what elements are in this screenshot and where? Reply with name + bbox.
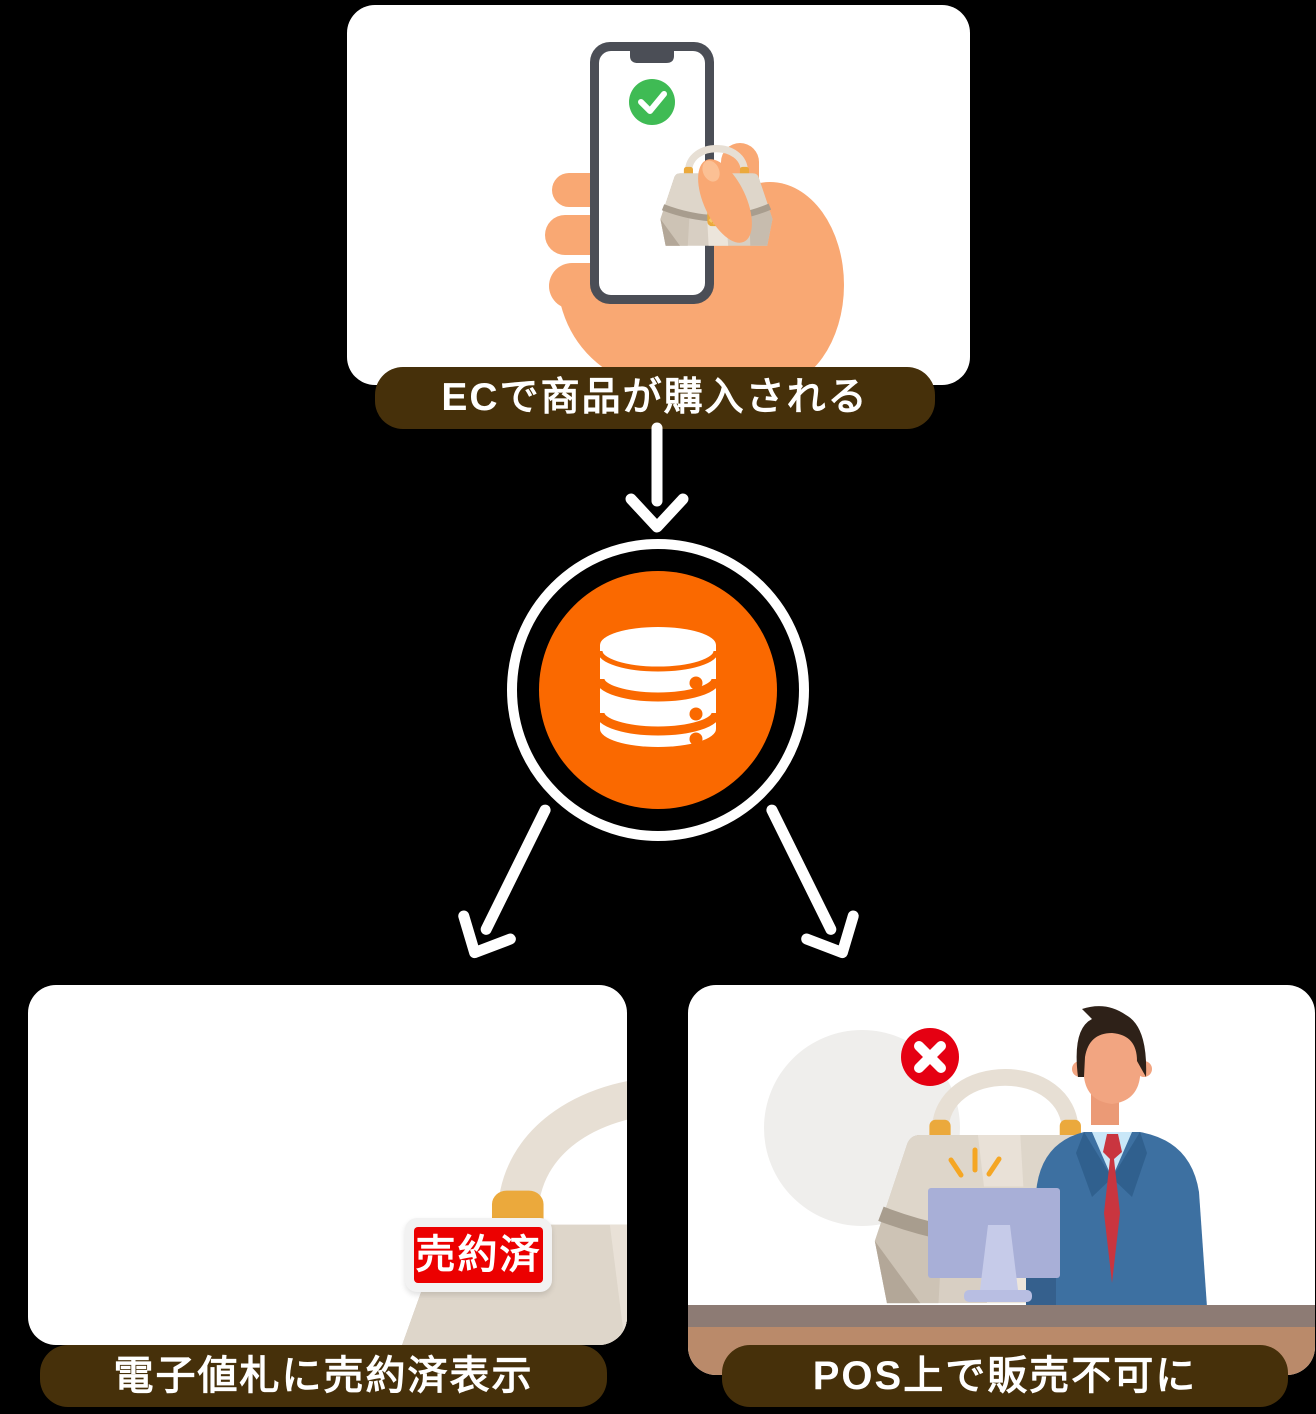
card-ec-purchase: [347, 5, 970, 385]
pos-scene-illustration: [688, 1006, 1315, 1375]
phone-in-hand-illustration: [545, 42, 844, 385]
price-tag-badge: 売約済: [405, 1218, 552, 1292]
clerk: [1026, 1006, 1207, 1310]
sparkle-icon: [948, 1147, 1002, 1178]
hair: [1076, 1006, 1147, 1077]
arrow-down-icon: [625, 422, 689, 533]
check-icon: [629, 79, 675, 125]
hub-ring: [507, 539, 809, 841]
step-label-pos: POS上で販売不可に: [722, 1345, 1288, 1407]
face: [1083, 1025, 1141, 1104]
step-label-purchase: ECで商品が購入される: [375, 367, 935, 429]
pos-monitor: [928, 1188, 1060, 1302]
thumb: [698, 159, 752, 243]
card-pos: [688, 985, 1315, 1375]
arrow-to-right-icon: [766, 804, 859, 959]
smartphone: [590, 42, 772, 304]
speech-bubble: [764, 1028, 1136, 1303]
phone-notch: [630, 51, 674, 63]
x-icon: [901, 1028, 959, 1086]
suit: [1033, 1132, 1207, 1307]
tie: [1103, 1134, 1122, 1283]
step-label-price-tag: 電子値札に売約済表示: [40, 1345, 607, 1407]
database-hub: [507, 539, 809, 841]
database-icon: [595, 627, 721, 747]
card-price-tag: 売約済: [28, 985, 627, 1345]
branch-arrows: [458, 804, 859, 959]
sold-badge-text: 売約済: [414, 1227, 543, 1283]
arrow-to-left-icon: [458, 804, 551, 959]
